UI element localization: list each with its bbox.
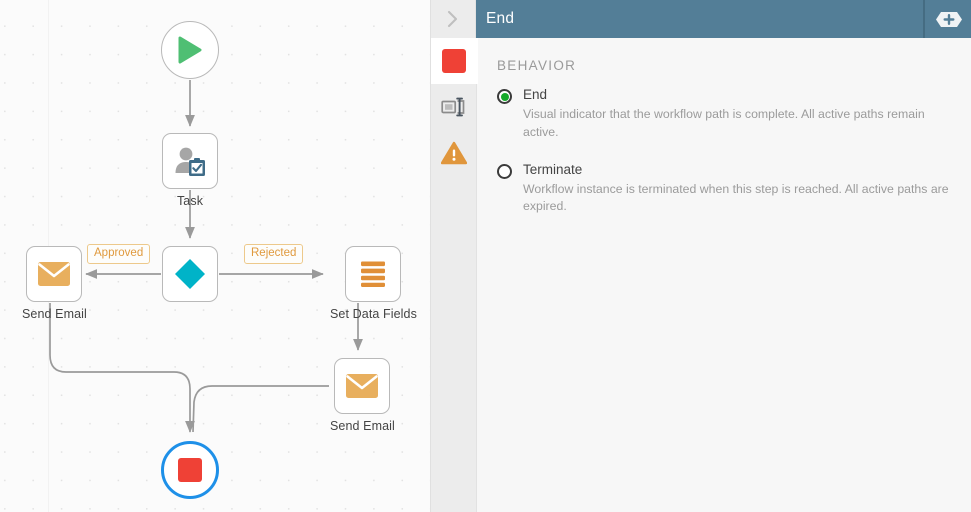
radio-terminate-icon[interactable] bbox=[497, 163, 512, 179]
panel-header: End bbox=[431, 0, 971, 38]
user-task-icon bbox=[175, 147, 205, 176]
data-fields-icon bbox=[361, 261, 386, 287]
node-label-set-data-fields: Set Data Fields bbox=[330, 307, 417, 321]
end-node-shape[interactable] bbox=[161, 441, 219, 499]
edge-sendemail-left-end bbox=[49, 303, 195, 433]
node-label-send-email-left: Send Email bbox=[22, 307, 87, 321]
decision-node-shape[interactable] bbox=[162, 246, 218, 302]
node-label-task: Task bbox=[176, 194, 204, 208]
node-end[interactable] bbox=[161, 441, 219, 499]
node-start[interactable] bbox=[161, 21, 219, 79]
radio-label-terminate: Terminate bbox=[523, 161, 583, 177]
task-node-shape[interactable] bbox=[162, 133, 218, 189]
page-title: End bbox=[486, 10, 515, 27]
chevron-right-icon bbox=[447, 10, 458, 28]
edge-label-approved[interactable]: Approved bbox=[87, 244, 151, 265]
panel-collapse-button[interactable] bbox=[431, 0, 476, 38]
section-title-behavior: BEHAVIOR bbox=[497, 58, 577, 73]
add-step-button[interactable] bbox=[933, 9, 965, 29]
panel-icon-rail bbox=[430, 38, 478, 512]
title-separator bbox=[923, 0, 925, 38]
radio-end-icon[interactable] bbox=[497, 89, 512, 104]
red-square-icon bbox=[441, 49, 466, 73]
properties-panel: End bbox=[430, 0, 971, 512]
envelope-icon bbox=[38, 262, 71, 286]
input-field-icon bbox=[440, 97, 464, 117]
radio-selected-dot bbox=[500, 92, 509, 101]
panel-content: BEHAVIOR End Visual indicator that the w… bbox=[477, 38, 971, 512]
radio-label-end: End bbox=[523, 87, 548, 102]
radio-option-end[interactable]: End bbox=[497, 87, 951, 104]
add-plus-icon bbox=[936, 11, 962, 27]
radio-option-terminate[interactable]: Terminate bbox=[497, 162, 951, 179]
node-label-send-email-right: Send Email bbox=[330, 419, 395, 433]
workflow-canvas[interactable]: Task Send Email bbox=[0, 0, 431, 512]
stop-square-icon bbox=[178, 458, 202, 482]
node-send-email-left[interactable]: Send Email bbox=[22, 246, 87, 321]
start-node-shape[interactable] bbox=[161, 21, 219, 79]
radio-desc-terminate: Workflow instance is terminated when thi… bbox=[523, 181, 949, 214]
diamond-icon bbox=[175, 259, 205, 289]
rail-item-properties[interactable] bbox=[431, 84, 477, 130]
node-decision[interactable] bbox=[162, 246, 218, 302]
play-icon bbox=[178, 36, 202, 64]
set-data-fields-node-shape[interactable] bbox=[345, 246, 402, 302]
radio-desc-end: Visual indicator that the workflow path … bbox=[523, 107, 925, 139]
node-send-email-right[interactable]: Send Email bbox=[330, 358, 395, 433]
send-email-node-shape-2[interactable] bbox=[334, 358, 391, 414]
warning-triangle-icon bbox=[440, 141, 467, 165]
rail-item-warnings[interactable] bbox=[431, 130, 477, 176]
connector-layer bbox=[49, 80, 363, 433]
panel-body: BEHAVIOR End Visual indicator that the w… bbox=[430, 38, 971, 512]
node-set-data-fields[interactable]: Set Data Fields bbox=[330, 246, 417, 321]
send-email-node-shape[interactable] bbox=[26, 246, 83, 302]
rail-item-general[interactable] bbox=[430, 38, 478, 84]
edge-label-rejected[interactable]: Rejected bbox=[244, 244, 304, 265]
panel-title-bar: End bbox=[476, 0, 971, 38]
envelope-icon bbox=[346, 374, 379, 398]
node-task[interactable]: Task bbox=[162, 133, 218, 208]
edge-sendemail-right-end bbox=[192, 385, 329, 433]
